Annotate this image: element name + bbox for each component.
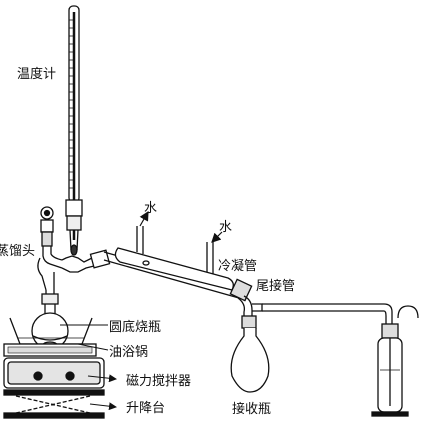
leader-lines	[60, 324, 117, 411]
still-head-label: 蒸馏头	[0, 244, 35, 259]
vacuum-adapter	[229, 278, 384, 318]
round-bottom-flask	[31, 293, 69, 350]
adapter-label: 尾接管	[256, 278, 295, 294]
still-head	[37, 206, 111, 296]
water-flow-arrows	[139, 210, 223, 243]
receiver-flask	[230, 315, 270, 393]
water-outlet-label: 水	[144, 201, 157, 216]
lift-label: 升降台	[126, 401, 165, 416]
condenser-label: 冷凝管	[218, 258, 257, 274]
water-inlet-label: 水	[219, 220, 232, 235]
thermometer-label: 温度计	[17, 66, 56, 82]
oil-bath-label: 油浴锅	[109, 344, 148, 360]
drying-tube	[371, 303, 419, 417]
thermometer	[65, 5, 83, 256]
round-flask-label: 圆底烧瓶	[109, 319, 161, 335]
condenser	[103, 226, 247, 301]
magnetic-stirrer	[3, 357, 105, 389]
stirrer-label: 磁力搅拌器	[126, 373, 191, 389]
receiver-label: 接收瓶	[232, 401, 271, 417]
oil-bath	[3, 317, 97, 357]
lab-lift	[3, 389, 105, 419]
